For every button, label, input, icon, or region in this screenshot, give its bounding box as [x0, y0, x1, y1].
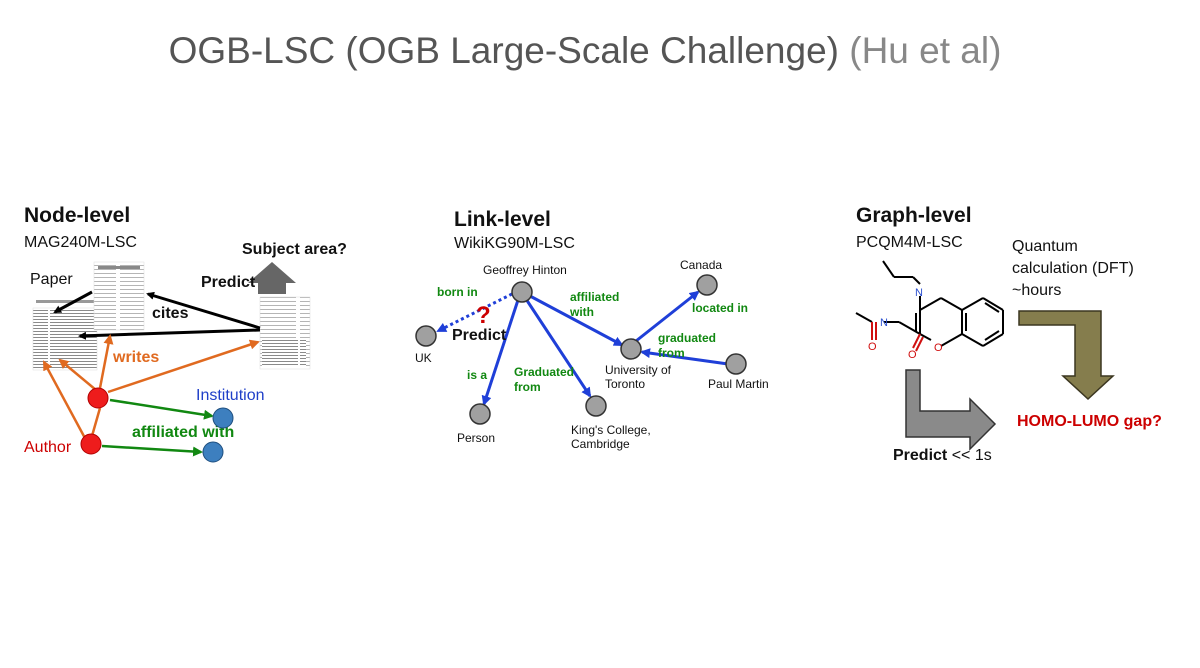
writes-edge-1 [58, 358, 97, 391]
oxygen-atom-3: O [934, 342, 943, 354]
hinton-label: Geoffrey Hinton [483, 263, 567, 277]
dft-arrow-icon [1018, 310, 1115, 401]
toronto-label-2: Toronto [605, 377, 645, 391]
institution-label: Institution [196, 387, 264, 404]
hinton-node [511, 281, 533, 303]
link-level-heading: Link-level [454, 208, 551, 231]
cites-edge-2 [146, 291, 261, 330]
kings-label-2: Cambridge [571, 437, 630, 451]
affiliated-with-label: affiliated with [132, 424, 234, 441]
title-main: OGB-LSC (OGB Large-Scale Challenge) [168, 30, 839, 71]
node-predict-label: Predict [201, 274, 256, 291]
cites-edge-1 [53, 290, 93, 314]
born-in-edge [436, 292, 513, 333]
predict-arrow-icon [905, 369, 997, 451]
author-node-2 [80, 433, 102, 455]
author-node-1 [87, 387, 109, 409]
writes-edge-4 [42, 360, 88, 441]
graph-predict-line: Predict << 1s [893, 447, 992, 464]
institution-node-1 [212, 407, 234, 429]
graduated-label-1: Graduated [514, 365, 574, 379]
writes-label: writes [112, 349, 159, 366]
paul-martin-label: Paul Martin [708, 377, 769, 391]
oxygen-atom-2: O [908, 349, 917, 361]
is-a-label: is a [467, 368, 487, 382]
node-level-heading: Node-level [24, 204, 130, 227]
graduated-from-edge-1 [524, 298, 592, 398]
cites-label: cites [152, 305, 189, 322]
nitrogen-atom-2: N [880, 317, 888, 329]
uk-label: UK [415, 351, 432, 365]
graph-predict-label: Predict [893, 447, 948, 464]
toronto-node [620, 338, 642, 360]
graph-predict-time: << 1s [947, 447, 991, 464]
molecule-structure [855, 260, 1004, 352]
nitrogen-atom-1: N [915, 287, 923, 299]
subject-area-question: Subject area? [242, 241, 347, 258]
affiliated-label-1: affiliated [570, 290, 619, 304]
homo-lumo-target: HOMO-LUMO gap? [1017, 413, 1162, 430]
link-level-panel: Link-level WikiKG90M-LSC Geoffrey Hinton… [415, 208, 769, 451]
kings-label-1: King's College, [571, 423, 651, 437]
kings-college-node [585, 395, 607, 417]
graduated-label-2: from [514, 380, 541, 394]
graph-level-panel: Graph-level PCQM4M-LSC [855, 204, 1162, 464]
graduated-label-4: from [658, 346, 685, 360]
canada-label: Canada [680, 258, 722, 272]
writes-edge-2 [98, 334, 114, 389]
affiliated-label-2: with [569, 305, 594, 319]
quantum-line-2: calculation (DFT) [1012, 260, 1134, 277]
author-label: Author [24, 439, 72, 456]
cites-edge-3 [78, 328, 261, 340]
affiliated-edge-1 [109, 398, 214, 420]
graph-level-heading: Graph-level [856, 204, 972, 227]
person-label: Person [457, 431, 495, 445]
affiliated-with-edge [529, 294, 624, 347]
node-level-dataset: MAG240M-LSC [24, 234, 137, 251]
affiliated-edge-2 [101, 444, 203, 457]
paul-martin-node [725, 353, 747, 375]
person-node [469, 403, 491, 425]
link-predict-label: Predict [452, 327, 507, 344]
slide-title: OGB-LSC (OGB Large-Scale Challenge) (Hu … [0, 30, 1170, 72]
born-in-label: born in [437, 285, 478, 299]
canada-node [696, 274, 718, 296]
title-citation: (Hu et al) [849, 30, 1002, 71]
paper-thumbnail-top [93, 261, 145, 331]
graph-level-dataset: PCQM4M-LSC [856, 234, 963, 251]
is-a-edge [481, 299, 520, 406]
paper-thumbnail-right [259, 296, 311, 370]
node-level-panel: Node-level MAG240M-LSC Predict Subject a… [24, 204, 347, 463]
link-level-dataset: WikiKG90M-LSC [454, 235, 575, 252]
institution-node-2 [202, 441, 224, 463]
paper-label: Paper [30, 271, 73, 288]
writes-edge-3 [107, 339, 260, 394]
oxygen-atom-1: O [868, 341, 877, 353]
quantum-line-1: Quantum [1012, 238, 1078, 255]
located-in-edge [635, 290, 700, 343]
predict-up-arrow-icon [248, 262, 296, 294]
writes-edge-5 [90, 407, 102, 437]
quantum-line-3: ~hours [1012, 282, 1061, 299]
graduated-from-edge-2 [640, 348, 729, 366]
question-mark-icon: ? [476, 302, 491, 329]
graduated-label-3: graduated [658, 331, 716, 345]
located-in-label: located in [692, 301, 748, 315]
uk-node [415, 325, 437, 347]
toronto-label-1: University of [605, 363, 672, 377]
